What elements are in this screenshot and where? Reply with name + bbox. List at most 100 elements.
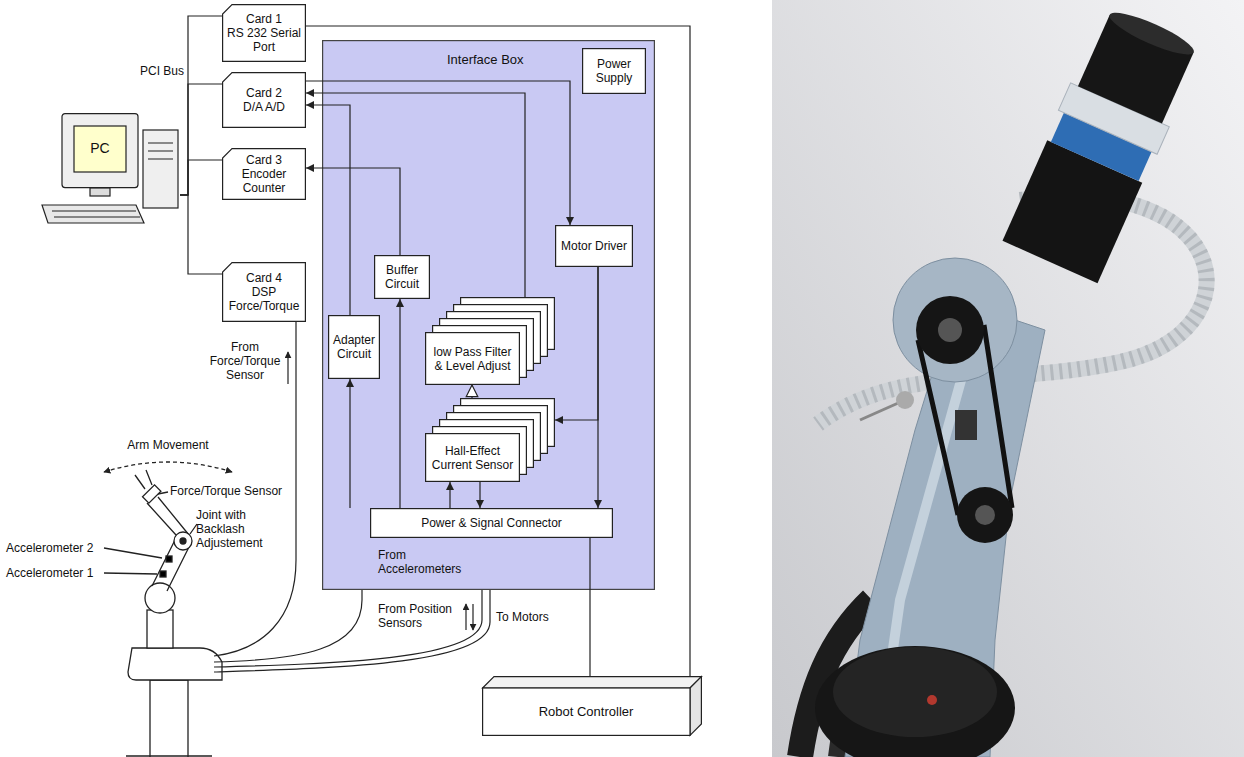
signal-line	[597, 267, 598, 508]
robot-arm-sketch	[180, 538, 186, 544]
robot-arm-sketch	[160, 571, 166, 577]
connector-box: Power & Signal Connector	[370, 508, 613, 538]
circuit-box: Adapter Circuit	[328, 315, 380, 379]
signal-line	[449, 482, 450, 508]
robot-arm-sketch	[150, 680, 188, 757]
pc-icon-outline	[90, 188, 110, 196]
signal-direction-arrow	[472, 604, 473, 630]
interface-panel	[323, 41, 655, 590]
pci-card: Card 3Encoder Counter	[222, 148, 306, 200]
robot-arm-sketch	[174, 532, 192, 550]
robot-photo	[815, 646, 1015, 757]
pci-card: Card 1RS 232 Serial Port	[222, 4, 306, 62]
stacked-circuit-box-outline	[426, 333, 520, 385]
connectors	[180, 16, 690, 676]
signal-line	[180, 16, 222, 195]
stacked-circuit-box-text: low Pass Filter & Level Adjust	[428, 345, 517, 373]
part-label: Accelerometer 2	[6, 541, 102, 555]
pci-card-outline	[223, 5, 306, 62]
stacked-circuit-box-outline	[461, 298, 555, 350]
signal-line	[306, 105, 350, 315]
signal-line	[306, 26, 690, 676]
stacked-sensor-box-outline	[461, 399, 555, 447]
pci-card-text: Card 1	[246, 12, 282, 26]
pci-card-text: DSP Force/Torque	[226, 285, 302, 313]
part-label: Joint with Backlash Adjustement	[196, 508, 274, 550]
robot-arm-sketch	[104, 462, 232, 757]
connector-box-text: Power & Signal Connector	[421, 516, 562, 530]
bus-label: PCI Bus	[136, 64, 184, 78]
robot-arm-sketch	[104, 462, 232, 472]
power-supply-box: Power Supply	[582, 48, 646, 94]
power-supply-box-outline	[583, 49, 646, 94]
robot-arm-sketch	[128, 648, 222, 680]
stacked-circuit-box: low Pass Filter & Level Adjust	[425, 297, 555, 385]
circuit-box-outline	[556, 226, 633, 267]
controller-box-outline	[690, 677, 701, 736]
pc-icon: PC	[40, 113, 180, 228]
pci-card-outline	[223, 149, 306, 200]
robot-arm-sketch	[147, 497, 189, 535]
signal-label: From Position Sensors	[378, 602, 462, 630]
interface-box: Interface BoxPower SupplyMotor DriverBuf…	[322, 40, 655, 590]
pci-card-text: Card 3	[246, 153, 282, 167]
robot-photo	[893, 258, 1017, 382]
robot-photo	[938, 318, 962, 342]
robot-photo	[975, 505, 995, 525]
controller-box-text: Robot Controller	[539, 704, 634, 720]
signal-label: To Motors	[496, 610, 566, 624]
signal-line	[180, 84, 222, 195]
power-supply-box-text: Power Supply	[586, 57, 642, 85]
robot-photo	[772, 0, 1244, 757]
circuit-box-outline	[375, 256, 430, 299]
robot-photo	[1001, 3, 1205, 284]
circuit-box-text: Buffer Circuit	[378, 263, 426, 291]
robot-arm-sketch	[104, 492, 197, 574]
signal-line	[349, 379, 350, 508]
pci-card-text: Encoder Counter	[226, 167, 302, 195]
pci-card-outline	[223, 263, 306, 322]
signal-line	[306, 93, 525, 297]
stacked-sensor-box-text: Hall-Effect Current Sensor	[428, 444, 517, 472]
motion-label: Arm Movement	[118, 438, 218, 452]
pc-icon-outline	[62, 114, 138, 188]
signal-label: From Force/Torque Sensor	[206, 340, 284, 382]
controller-box-outline	[483, 688, 690, 735]
signal-line	[479, 482, 480, 508]
stacked-sensor-box-outline	[426, 434, 520, 482]
signal-line	[399, 299, 400, 508]
pci-card-text: Card 4	[246, 271, 282, 285]
pci-card-text: D/A A/D	[243, 100, 285, 114]
connector-box-outline	[371, 509, 613, 538]
pc-icon-outline	[148, 143, 173, 159]
circuit-box: Buffer Circuit	[374, 255, 430, 299]
signal-flow-arrow	[471, 385, 472, 398]
signal-line	[589, 538, 590, 676]
robot-photo	[896, 391, 914, 409]
part-label: Force/Torque Sensor	[170, 484, 290, 498]
pc-icon-outline	[74, 126, 126, 172]
signal-line	[180, 195, 222, 274]
pci-card: Card 4DSP Force/Torque	[222, 262, 306, 322]
robot-photo	[772, 0, 1244, 757]
controller-box: Robot Controller	[482, 676, 702, 736]
pc-icon-outline	[52, 211, 140, 217]
pci-card-outline	[223, 73, 306, 128]
robot-arm-sketch	[126, 755, 212, 756]
part-label: Accelerometer 1	[6, 566, 102, 580]
robot-photo	[927, 695, 937, 705]
signal-line	[555, 267, 598, 420]
circuit-box-text: Motor Driver	[561, 239, 627, 253]
robot-arm-sketch	[145, 583, 175, 613]
circuit-box-text: Adapter Circuit	[332, 333, 376, 361]
pci-card: Card 2D/A A/D	[222, 72, 306, 128]
pci-card-text: RS 232 Serial Port	[226, 26, 302, 54]
robot-arm-sketch	[166, 556, 172, 562]
signal-label: From Accelerometers	[378, 548, 470, 576]
pc-icon-outline	[143, 130, 178, 208]
robot-photo	[955, 410, 977, 440]
robot-photo	[916, 296, 984, 364]
signal-line	[180, 160, 222, 195]
robot-arm-sketch	[147, 610, 173, 648]
